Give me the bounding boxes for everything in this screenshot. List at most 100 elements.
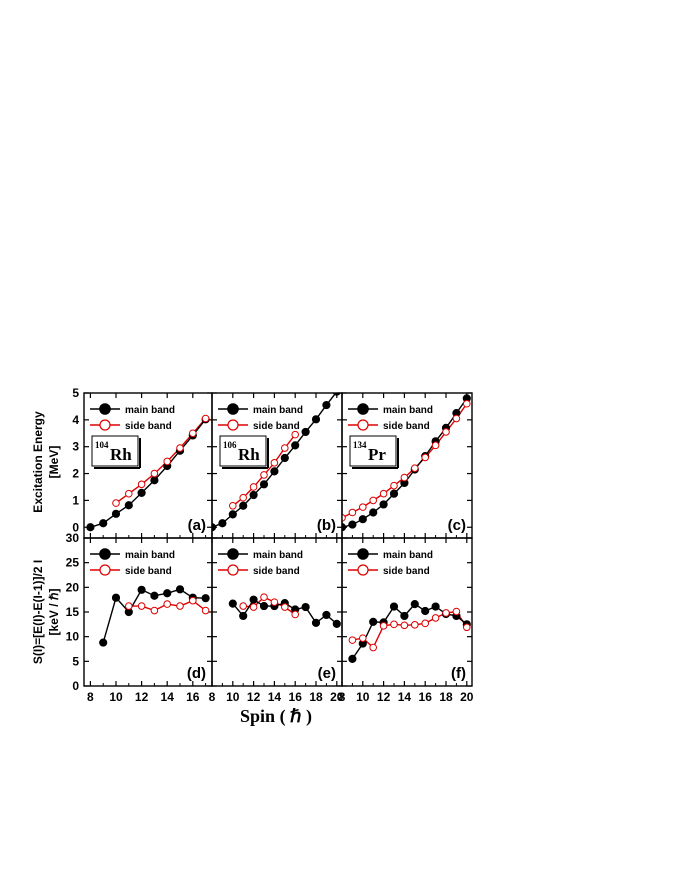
y-tick-label: 1 xyxy=(72,493,79,507)
x-tick-label: 14 xyxy=(161,690,175,704)
data-point-side xyxy=(348,636,357,644)
legend-marker xyxy=(357,564,369,576)
data-point-main xyxy=(369,508,378,517)
data-point-main xyxy=(111,509,121,518)
data-point-side xyxy=(379,489,388,498)
data-point-main xyxy=(249,490,258,500)
data-point-side xyxy=(463,623,471,632)
data-point-main xyxy=(369,617,378,626)
data-point-main xyxy=(228,599,237,608)
data-point-main xyxy=(111,593,121,602)
x-tick-label: 10 xyxy=(226,690,240,704)
data-point-main xyxy=(389,602,399,611)
x-tick-label: 18 xyxy=(309,690,323,704)
nucleus-box xyxy=(349,435,397,467)
x-axis-label: Spin ( ℏ ) xyxy=(240,706,312,727)
data-point-main xyxy=(228,510,237,519)
x-tick-label: 18 xyxy=(439,690,453,704)
data-point-side xyxy=(270,598,279,606)
data-point-side xyxy=(125,489,133,498)
data-point-main xyxy=(301,602,310,612)
legend-marker xyxy=(227,564,239,576)
x-tick-label: 10 xyxy=(109,690,123,704)
data-point-side xyxy=(163,457,171,466)
x-tick-label: 16 xyxy=(289,690,303,704)
legend-label: side band xyxy=(383,421,430,432)
data-point-side xyxy=(390,481,398,490)
y-tick-label: 5 xyxy=(72,386,79,400)
legend-label: side band xyxy=(125,566,172,577)
data-point-side xyxy=(369,496,378,505)
data-point-side xyxy=(411,464,419,472)
data-point-side xyxy=(421,619,430,628)
x-tick-label: 12 xyxy=(247,690,261,704)
data-point-main xyxy=(137,488,146,497)
data-point-main xyxy=(212,523,217,532)
data-point-main xyxy=(421,606,430,616)
legend-marker xyxy=(357,403,369,415)
series-group xyxy=(99,585,210,647)
data-point-side xyxy=(421,453,430,462)
panel-label: (e) xyxy=(318,665,336,682)
x-tick-label: 8 xyxy=(209,690,216,704)
data-point-side xyxy=(411,621,419,629)
data-point-side xyxy=(163,600,171,608)
legend-marker xyxy=(227,548,239,560)
legend-label: side band xyxy=(253,566,300,577)
data-point-side xyxy=(112,499,120,507)
data-point-main xyxy=(322,610,331,620)
data-point-side xyxy=(239,493,247,502)
data-point-main xyxy=(311,415,321,424)
data-point-main xyxy=(259,601,269,611)
legend-label: side band xyxy=(125,421,172,432)
panel-label: (c) xyxy=(448,517,466,534)
data-point-main xyxy=(270,467,279,476)
panel-label: (d) xyxy=(187,665,206,682)
series-line-main xyxy=(90,418,207,528)
y-tick-label: 0 xyxy=(72,520,79,534)
nucleus-symbol: Rh xyxy=(110,445,132,464)
series-group xyxy=(212,393,341,532)
x-tick-label: 20 xyxy=(330,690,344,704)
data-point-side xyxy=(270,459,279,467)
data-point-main xyxy=(249,595,258,604)
data-point-main xyxy=(239,501,248,510)
data-point-side xyxy=(150,469,159,478)
series-group xyxy=(348,600,471,663)
data-point-side xyxy=(281,444,289,452)
data-point-main xyxy=(389,489,399,498)
data-point-main xyxy=(163,589,172,598)
data-point-main xyxy=(311,618,321,627)
x-tick-label: 12 xyxy=(377,690,391,704)
x-tick-label: 16 xyxy=(419,690,433,704)
x-tick-label: 8 xyxy=(339,690,346,704)
legend-label: main band xyxy=(253,405,303,416)
data-point-main xyxy=(291,441,300,450)
top-y-label-line2: [MeV] xyxy=(47,446,61,479)
data-point-side xyxy=(291,610,300,619)
legend-label: main band xyxy=(253,550,303,561)
y-tick-label: 5 xyxy=(72,654,79,668)
data-point-side xyxy=(400,473,409,482)
data-point-main xyxy=(239,611,248,621)
y-tick-label: 3 xyxy=(72,440,79,454)
data-point-main xyxy=(99,638,108,647)
data-point-side xyxy=(239,602,247,610)
legend-marker xyxy=(357,548,369,560)
legend-marker xyxy=(99,548,111,560)
legend-marker xyxy=(99,564,111,576)
data-point-main xyxy=(150,591,159,600)
data-point-side xyxy=(442,609,450,617)
panel-label: (f) xyxy=(451,665,466,682)
data-point-main xyxy=(348,520,357,529)
y-tick-label: 10 xyxy=(66,630,80,644)
data-point-main xyxy=(400,611,409,621)
data-point-side xyxy=(260,593,268,602)
data-point-side xyxy=(369,643,378,652)
top-y-label-line1: Excitation Energy xyxy=(31,411,45,513)
